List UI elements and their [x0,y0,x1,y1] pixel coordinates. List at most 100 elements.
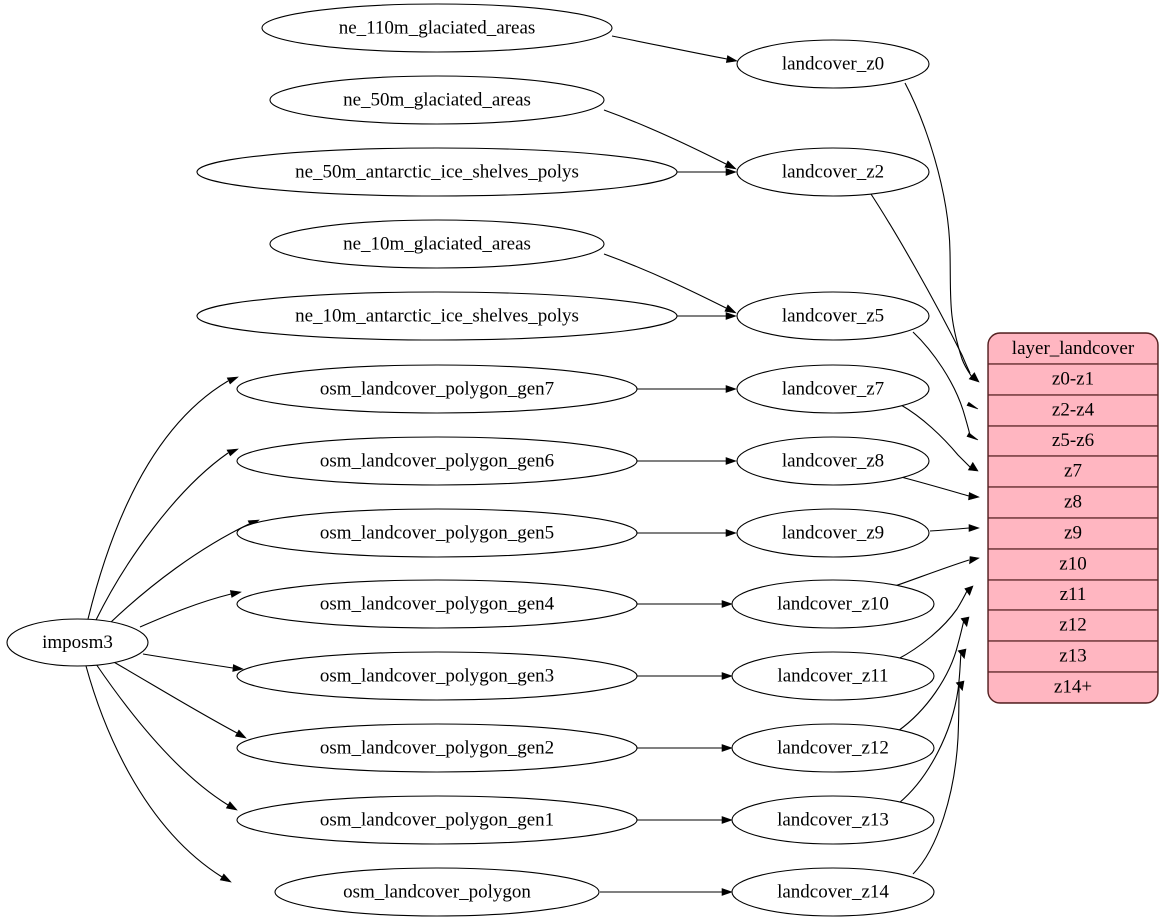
node-landcover-z13[interactable]: landcover_z13 [731,795,935,845]
node-shape[interactable] [269,75,605,125]
node-shape[interactable] [736,364,930,414]
table-row-cell[interactable] [988,609,1158,642]
arrowhead [957,648,967,660]
node-shape[interactable] [731,723,935,773]
node-ne-50m-antarctic-ice-shelves-polys[interactable]: ne_50m_antarctic_ice_shelves_polys [196,147,678,197]
edge-ne50m-glaciated-to-z2 [603,109,727,165]
arrowhead [721,744,733,752]
table-row-label-z13: z13 [1059,645,1086,666]
node-shape[interactable] [736,39,930,89]
node-landcover-z12[interactable]: landcover_z12 [731,723,935,773]
node-landcover-z8[interactable]: landcover_z8 [736,436,930,486]
node-shape[interactable] [736,291,930,341]
node-label: ne_50m_antarctic_ice_shelves_polys [295,161,579,182]
table-row-cell[interactable] [988,455,1158,488]
node-shape[interactable] [731,795,935,845]
node-shape[interactable] [196,291,678,341]
node-shape[interactable] [274,867,600,917]
node-landcover-z2[interactable]: landcover_z2 [736,147,930,197]
arrowhead [725,168,737,176]
node-landcover-z10[interactable]: landcover_z10 [731,579,935,629]
node-shape[interactable] [261,3,613,53]
node-shape[interactable] [236,579,638,629]
table-row-label-z11: z11 [1060,584,1087,605]
node-ne-10m-antarctic-ice-shelves-polys[interactable]: ne_10m_antarctic_ice_shelves_polys [196,291,678,341]
node-shape[interactable] [736,508,930,558]
node-ne-50m-glaciated-areas[interactable]: ne_50m_glaciated_areas [269,75,605,125]
arrowhead [721,672,733,680]
node-shape[interactable] [236,436,638,486]
node-shape[interactable] [731,651,935,701]
edge-imposm3-to-gen6 [95,452,229,621]
arrowhead [964,585,974,596]
node-shape[interactable] [236,364,638,414]
edge-z14-to-row-z14plus [912,683,960,875]
node-shape[interactable] [236,508,638,558]
node-label: osm_landcover_polygon_gen4 [320,593,555,614]
node-landcover-z0[interactable]: landcover_z0 [736,39,930,89]
node-shape[interactable] [269,219,605,269]
node-label: landcover_z8 [782,450,884,471]
table-row-cell[interactable] [988,671,1158,703]
arrowhead [226,376,239,385]
node-label: osm_landcover_polygon_gen5 [320,522,554,543]
edge-z7-to-row-z7 [900,404,972,469]
arrowhead [960,616,970,628]
node-landcover-z14[interactable]: landcover_z14 [731,867,935,917]
node-label: landcover_z12 [777,737,889,758]
node-shape[interactable] [731,867,935,917]
edge-ne110m-to-z0 [611,35,728,60]
arrowhead [725,312,737,320]
node-shape[interactable] [736,436,930,486]
node-label: ne_10m_glaciated_areas [343,233,531,254]
node-label: landcover_z14 [777,881,889,902]
node-osm-landcover-polygon-gen2[interactable]: osm_landcover_polygon_gen2 [236,723,638,773]
node-shape[interactable] [6,618,149,667]
node-shape[interactable] [236,651,638,701]
node-imposm3[interactable]: imposm3 [6,618,149,667]
arrowhead [968,492,980,501]
node-osm-landcover-polygon[interactable]: osm_landcover_polygon [274,867,600,917]
arrowhead [967,461,979,472]
node-osm-landcover-polygon-gen3[interactable]: osm_landcover_polygon_gen3 [236,651,638,701]
node-ne-10m-glaciated-areas[interactable]: ne_10m_glaciated_areas [269,219,605,269]
table-row-cell[interactable] [988,517,1158,550]
layer-landcover-table[interactable]: layer_landcover z0-z1 z2-z4 z5-z6 z7 z8 … [987,332,1159,704]
edge-z10-to-row-z10 [894,559,970,587]
node-osm-landcover-polygon-gen6[interactable]: osm_landcover_polygon_gen6 [236,436,638,486]
node-ne-110m-glaciated-areas[interactable]: ne_110m_glaciated_areas [261,3,613,53]
node-shape[interactable] [736,147,930,197]
edge-z2-to-row-z2z4 [868,190,971,374]
node-osm-landcover-polygon-gen7[interactable]: osm_landcover_polygon_gen7 [236,364,638,414]
node-label: imposm3 [42,632,113,653]
node-landcover-z11[interactable]: landcover_z11 [731,651,935,701]
edge-z0-to-row-z0z1 [904,82,973,378]
node-label: osm_landcover_polygon_gen7 [320,378,554,399]
node-landcover-z9[interactable]: landcover_z9 [736,508,930,558]
node-shape[interactable] [236,723,638,773]
table-header-label: layer_landcover [1012,338,1135,359]
node-landcover-z5[interactable]: landcover_z5 [736,291,930,341]
arrowhead [226,448,239,457]
node-shape[interactable] [236,795,638,845]
node-label: landcover_z9 [782,522,884,543]
node-osm-landcover-polygon-gen1[interactable]: osm_landcover_polygon_gen1 [236,795,638,845]
edge-ne10m-glaciated-to-z5 [603,253,727,309]
edge-imposm3-to-polygon [85,665,223,878]
table-row-cell[interactable] [988,579,1158,611]
node-shape[interactable] [196,147,678,197]
node-shape[interactable] [731,579,935,629]
edge-z13-to-row-z13 [898,651,962,804]
table-row-label-z0-z1: z0-z1 [1052,368,1094,389]
arrowhead [724,304,737,314]
arrowhead [724,160,737,170]
edge-imposm3-to-gen4 [139,593,232,628]
table-row-label-z5-z6: z5-z6 [1052,430,1094,451]
node-osm-landcover-polygon-gen5[interactable]: osm_landcover_polygon_gen5 [236,508,638,558]
arrowhead [955,680,965,692]
edge-imposm3-to-gen3 [142,653,234,669]
node-landcover-z7[interactable]: landcover_z7 [736,364,930,414]
node-label: landcover_z11 [777,665,888,686]
node-osm-landcover-polygon-gen4[interactable]: osm_landcover_polygon_gen4 [236,579,638,629]
table-row-cell[interactable] [988,363,1158,396]
